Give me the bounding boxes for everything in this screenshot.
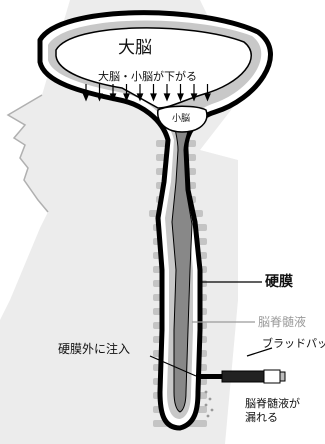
label-csf-leak-line1: 脳脊髄液が [245,398,300,409]
label-brain-descends: 大脳・小脳が下がる [98,71,197,82]
label-csf: 脳脊髄液 [258,316,306,328]
label-epidural-injection: 硬膜外に注入 [58,343,130,355]
label-cerebellum: 小脳 [172,115,190,124]
label-csf-leak-line2: 漏れる [245,412,278,423]
label-cerebrum: 大脳 [118,40,152,57]
label-blood-patch: ブラッドパッチ [262,338,325,349]
label-dura: 硬膜 [265,275,293,289]
